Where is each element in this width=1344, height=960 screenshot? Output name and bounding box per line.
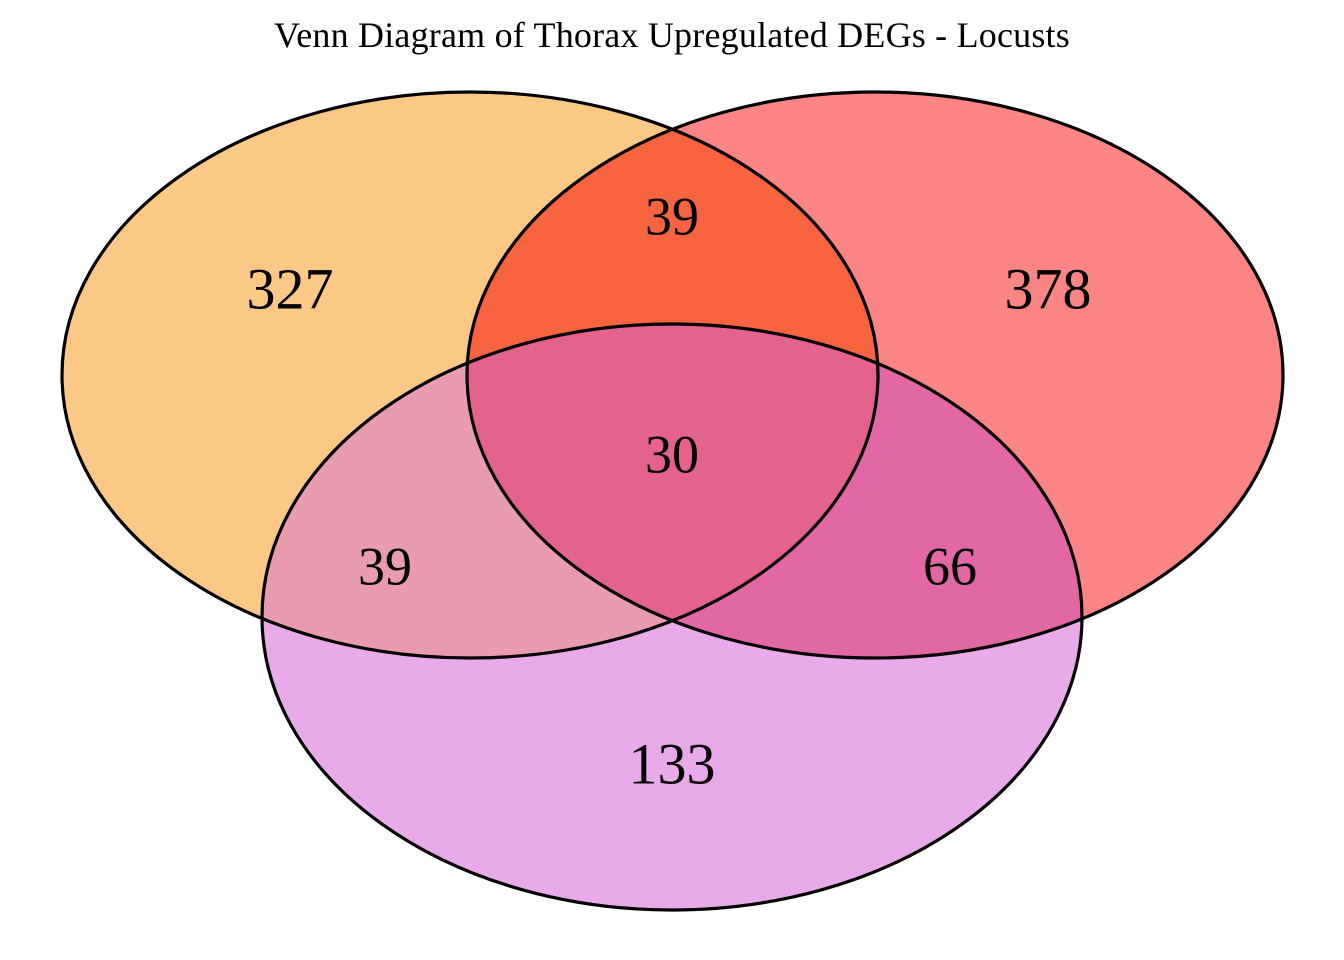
set-b-outline	[465, 90, 1285, 660]
set-c-outline	[260, 322, 1084, 912]
region-label-b: 378	[1005, 256, 1092, 321]
region-label-a: 327	[247, 256, 334, 321]
region-label-c: 133	[629, 731, 716, 796]
region-label-bc: 66	[923, 536, 977, 596]
region-label-ac: 39	[358, 536, 412, 596]
set-a-outline	[60, 90, 880, 660]
region-label-abc: 30	[645, 424, 699, 484]
page-title: Venn Diagram of Thorax Upregulated DEGs …	[274, 15, 1070, 55]
region-label-ab: 39	[645, 186, 699, 246]
